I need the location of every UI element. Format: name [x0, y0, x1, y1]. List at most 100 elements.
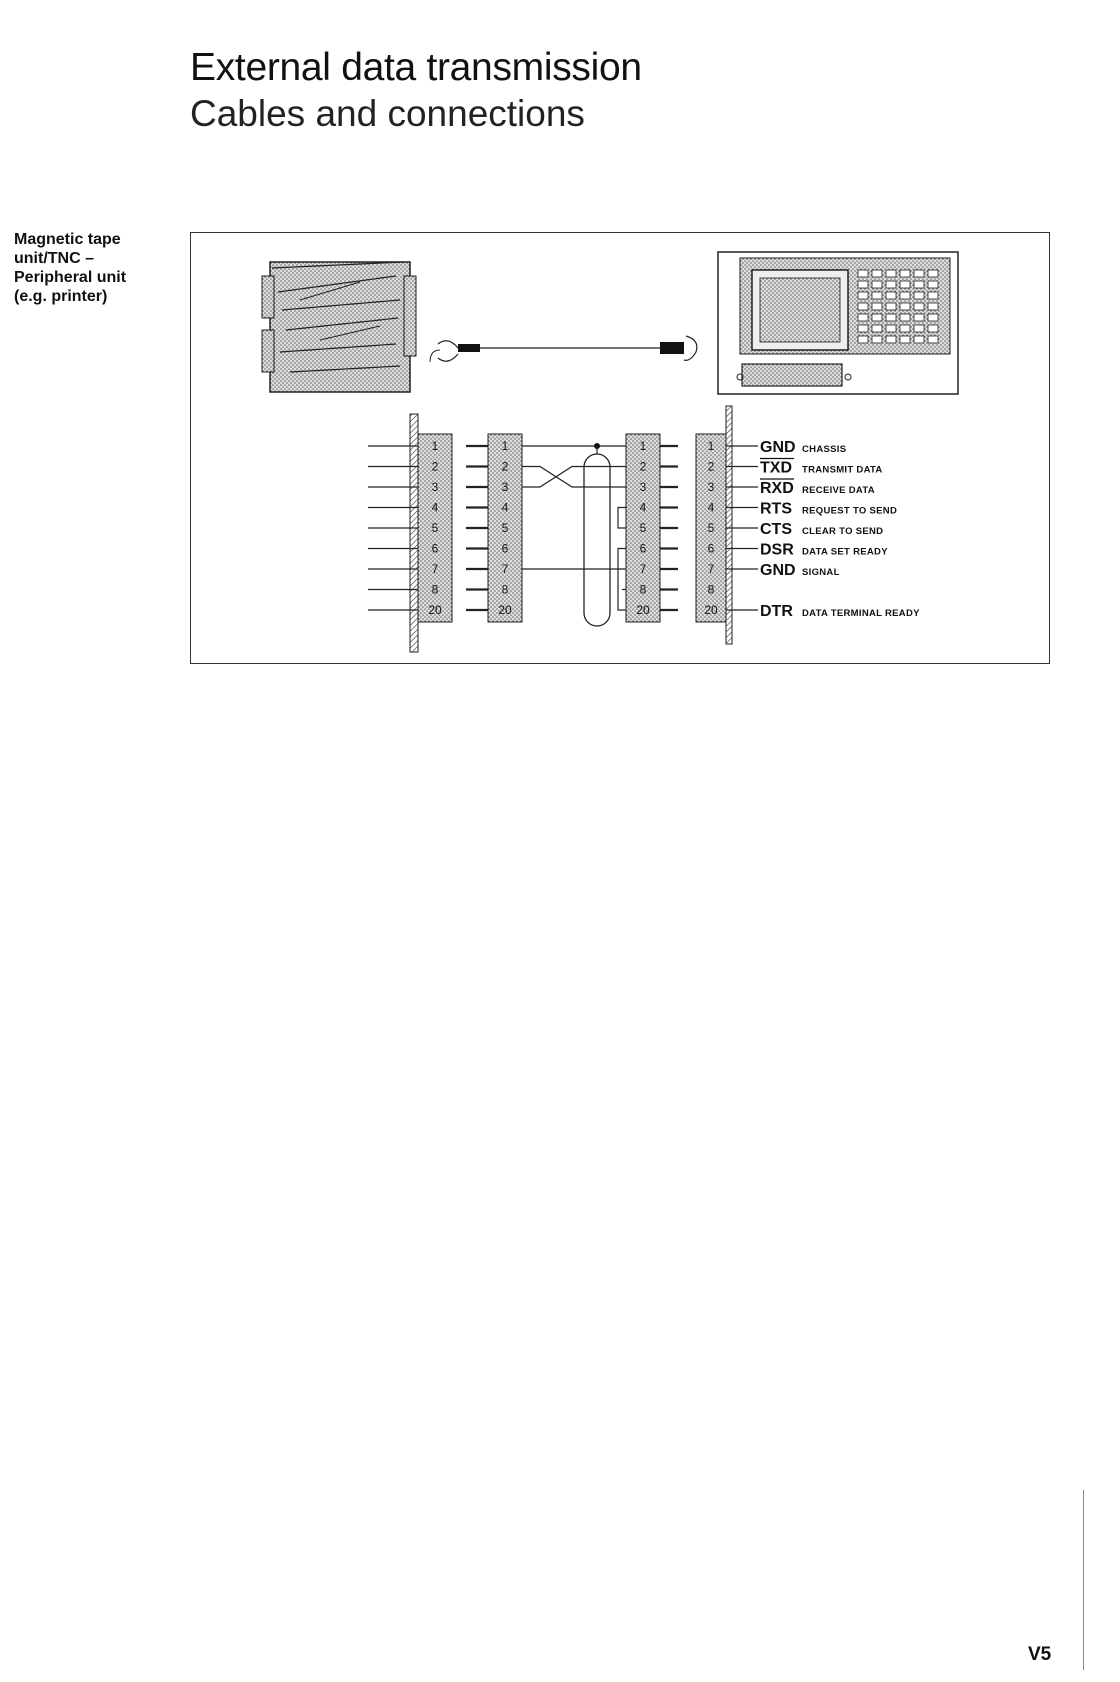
keypad-key: [857, 313, 869, 322]
pin-label: 2: [708, 460, 715, 474]
side-label-line: Magnetic tape: [14, 231, 121, 248]
bridge-6-20: [617, 547, 626, 611]
pin-label: 3: [502, 480, 509, 494]
keypad-key: [913, 269, 925, 278]
keypad-key: [913, 280, 925, 289]
pin-label: 6: [432, 542, 439, 556]
signal-name: DSR: [760, 542, 794, 559]
keypad-key: [871, 291, 883, 300]
connector-right-panel: [695, 433, 727, 623]
keypad-key: [899, 313, 911, 322]
keypad-key: [885, 324, 897, 333]
signal-labels: GND CHASSIS TXD TRANSMIT DATA RXD RECEIVE DAT…: [760, 439, 920, 620]
side-label: Magnetic tape unit/TNC – Peripheral unit…: [14, 230, 164, 306]
wiring-lines: [368, 443, 758, 612]
keypad-key: [871, 269, 883, 278]
keypad-key: [927, 269, 939, 278]
keypad-key: [927, 280, 939, 289]
keypad-key: [857, 324, 869, 333]
keypad-key: [885, 313, 897, 322]
signal-name: GND: [760, 439, 796, 456]
keypad-key: [913, 324, 925, 333]
signal-description: DATA TERMINAL READY: [802, 608, 920, 619]
margin-rule: [1083, 1490, 1084, 1670]
pin-label: 7: [640, 562, 647, 576]
signal-description: RECEIVE DATA: [802, 485, 875, 496]
keypad-key: [857, 302, 869, 311]
signal-description: TRANSMIT DATA: [802, 465, 883, 476]
page-number: V5: [1028, 1644, 1052, 1665]
pin-label: 4: [640, 501, 647, 515]
page-title: External data transmission: [190, 46, 642, 89]
bridge-4-5: [617, 506, 626, 529]
signal-name: GND: [760, 562, 796, 579]
side-label-line: (e.g. printer): [14, 288, 108, 305]
pin-label: 20: [704, 603, 718, 617]
pin-label: 5: [502, 521, 509, 535]
signal-name: TXD: [760, 460, 792, 477]
keypad-key: [899, 280, 911, 289]
keypad-key: [899, 269, 911, 278]
tnc-control-icon: [717, 251, 959, 395]
signal-description: CLEAR TO SEND: [802, 526, 883, 537]
pin-label: 2: [432, 460, 439, 474]
pin-label: 1: [432, 439, 439, 453]
connector-cable-right: [625, 433, 661, 623]
pin-label: 8: [502, 583, 509, 597]
keypad-key: [899, 324, 911, 333]
page-subtitle: Cables and connections: [190, 93, 585, 134]
keypad-key: [885, 291, 897, 300]
keypad-key: [899, 302, 911, 311]
keypad-key: [885, 335, 897, 344]
connector-left-panel: [417, 433, 453, 623]
pin-label: 1: [708, 439, 715, 453]
signal-description: CHASSIS: [802, 444, 846, 455]
signal-name: DTR: [760, 603, 793, 620]
keypad-key: [871, 335, 883, 344]
keypad-key: [857, 280, 869, 289]
left-panel-wall: [409, 413, 419, 653]
pin-label: 5: [708, 521, 715, 535]
pin-label: 4: [432, 501, 439, 515]
pin-label: 6: [502, 542, 509, 556]
pin-label: 2: [502, 460, 509, 474]
pin-label: 6: [708, 542, 715, 556]
keypad-key: [857, 291, 869, 300]
pin-label: 20: [636, 603, 650, 617]
signal-name: CTS: [760, 521, 792, 538]
pin-label: 7: [502, 562, 509, 576]
pin-label: 4: [708, 501, 715, 515]
keypad-key: [885, 302, 897, 311]
keypad-key: [885, 269, 897, 278]
signal-description: REQUEST TO SEND: [802, 506, 897, 517]
side-label-line: Peripheral unit: [14, 269, 127, 286]
signal-name: RXD: [760, 480, 794, 497]
pin-label: 6: [640, 542, 647, 556]
pin-label: 4: [502, 501, 509, 515]
right-panel-wall: [725, 405, 733, 645]
keypad-key: [871, 313, 883, 322]
signal-description: DATA SET READY: [802, 547, 888, 558]
keypad-key: [927, 302, 939, 311]
pin-label: 7: [708, 562, 715, 576]
pin-label: 2: [640, 460, 647, 474]
keypad-key: [913, 335, 925, 344]
keypad-key: [899, 335, 911, 344]
pin-label: 3: [640, 480, 647, 494]
pin-label: 8: [640, 583, 647, 597]
signal-description: SIGNAL: [802, 567, 840, 578]
cable-shield: [583, 453, 611, 627]
keypad-key: [857, 335, 869, 344]
keypad-icon: [857, 269, 939, 344]
keypad-key: [899, 291, 911, 300]
keypad-key: [913, 302, 925, 311]
tape-unit-icon: [261, 261, 417, 393]
keypad-key: [871, 280, 883, 289]
pin-label: 1: [640, 439, 647, 453]
wire-cross-3-2: [522, 465, 626, 488]
connection-cable: [429, 335, 698, 363]
keypad-key: [913, 313, 925, 322]
keypad-key: [871, 324, 883, 333]
